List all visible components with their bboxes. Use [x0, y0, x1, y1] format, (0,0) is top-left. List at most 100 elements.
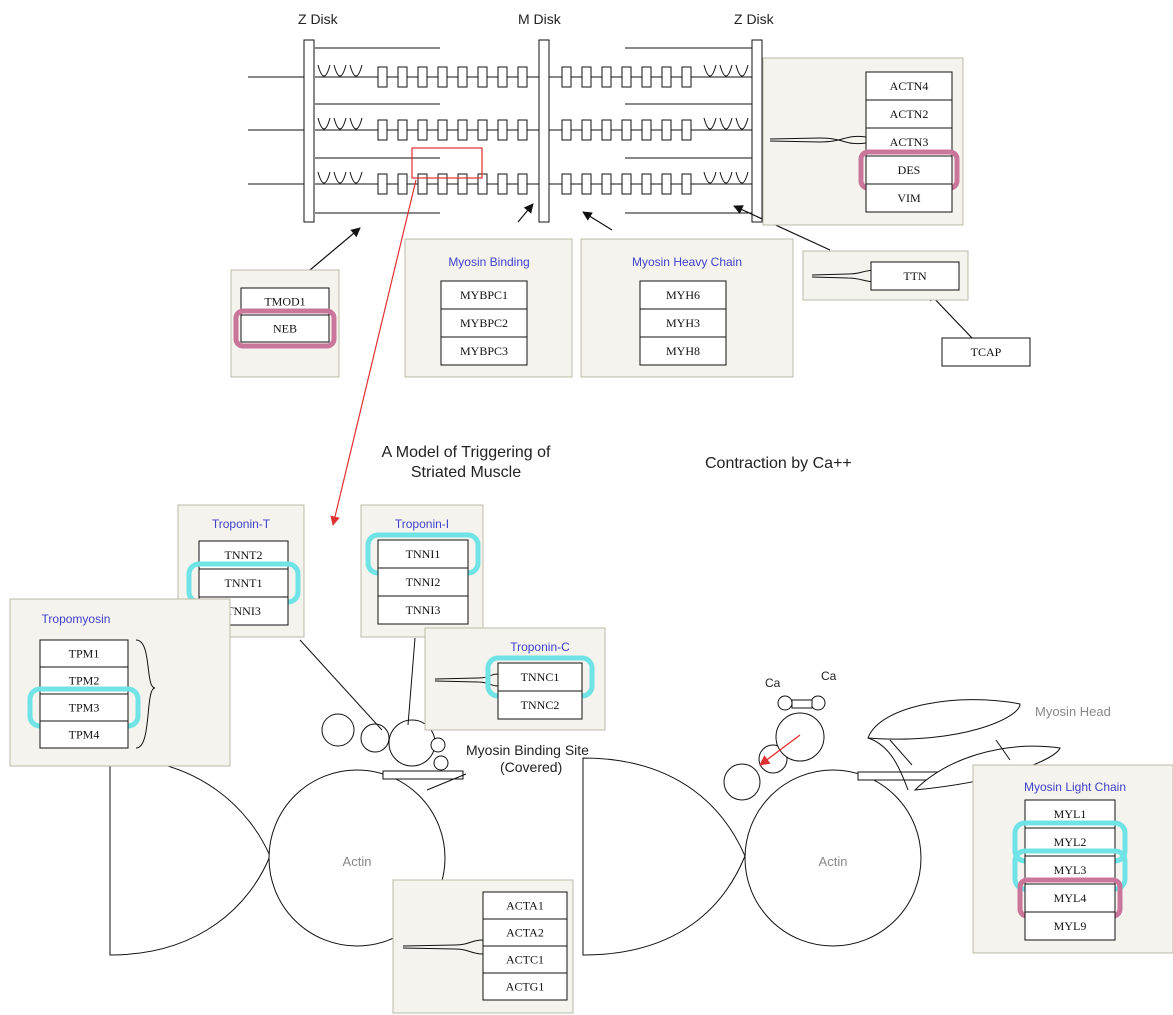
ca-label-1: Ca	[765, 676, 781, 690]
cross-bridge	[735, 117, 749, 130]
z-disk-right-label: Z Disk	[734, 11, 775, 27]
gene-tnnc2: TNNC2	[497, 690, 583, 720]
z-disk-left	[303, 39, 315, 223]
myosin-unit	[417, 119, 428, 141]
cross-bridge	[349, 117, 363, 130]
cross-bridge	[703, 64, 717, 77]
model-title-line1: A Model of Triggering of	[382, 444, 552, 461]
gene-label-myh6: MYH6	[666, 288, 700, 302]
myosin-unit	[397, 119, 408, 141]
cross-bridge	[333, 117, 347, 130]
cross-bridge	[703, 117, 717, 130]
gene-label-myl2: MYL2	[1054, 835, 1087, 849]
gene-label-tpm4: TPM4	[69, 728, 100, 742]
gene-label-ttn: TTN	[903, 269, 927, 283]
gene-label-myh3: MYH3	[666, 316, 700, 330]
gene-label-mybpc3: MYBPC3	[460, 344, 508, 358]
m-disk	[538, 39, 550, 223]
gene-actn2: ACTN2	[865, 99, 953, 129]
myosin-unit	[457, 173, 468, 195]
myosin-unit	[681, 119, 692, 141]
myosin-unit	[561, 66, 572, 88]
cross-bridge	[317, 64, 331, 77]
myosin-binding-site-covered-label: (Covered)	[500, 759, 562, 775]
gene-label-tpm1: TPM1	[69, 647, 100, 661]
gene-label-neb: NEB	[273, 322, 297, 336]
troponin-c-title: Troponin-C	[510, 640, 570, 654]
gene-acta2: ACTA2	[482, 918, 568, 947]
contraction-title: Contraction by Ca++	[705, 455, 852, 472]
gene-myh6: MYH6	[639, 280, 727, 310]
gene-tnnc1: TNNC1	[497, 662, 583, 692]
myosin-unit	[497, 173, 508, 195]
myosin-unit	[397, 66, 408, 88]
gene-mybpc3: MYBPC3	[440, 336, 528, 366]
myosin-light-chain-title: Myosin Light Chain	[1024, 780, 1126, 794]
myosin-unit	[397, 173, 408, 195]
gene-label-tnnt2: TNNT2	[225, 548, 263, 562]
gene-tpm1: TPM1	[39, 639, 129, 668]
gene-label-actn3: ACTN3	[890, 135, 929, 149]
gene-label-myl9: MYL9	[1054, 919, 1087, 933]
gene-label-mybpc1: MYBPC1	[460, 288, 508, 302]
highlight-neb	[233, 308, 337, 349]
cross-bridge	[735, 64, 749, 77]
gene-myh3: MYH3	[639, 308, 727, 338]
gene-label-acta2: ACTA2	[506, 926, 544, 940]
gene-actn4: ACTN4	[865, 71, 953, 101]
myosin-unit	[417, 66, 428, 88]
gene-tcap: TCAP	[941, 337, 1031, 367]
myosin-unit	[621, 66, 632, 88]
gene-tnnt1: TNNT1	[198, 568, 289, 598]
troponin-i-title: Troponin-I	[395, 517, 449, 531]
gene-label-actc1: ACTC1	[506, 953, 544, 967]
myosin-unit	[601, 173, 612, 195]
gene-label-tnni3: TNNI3	[226, 604, 261, 618]
myosin-unit	[581, 173, 592, 195]
cross-bridge	[719, 117, 733, 130]
gene-actg1: ACTG1	[482, 972, 568, 1001]
myosin-unit	[437, 119, 448, 141]
myosin-unit	[641, 66, 652, 88]
myosin-unit	[377, 119, 388, 141]
cross-bridge	[333, 171, 347, 184]
myosin-unit	[437, 173, 448, 195]
gene-myl4: MYL4	[1024, 883, 1116, 913]
gene-label-tnnc1: TNNC1	[521, 670, 560, 684]
z-disk-right	[751, 39, 763, 223]
myosin-unit	[457, 66, 468, 88]
sarcomere-filaments	[248, 47, 822, 214]
myosin-binding-title: Myosin Binding	[448, 255, 529, 269]
myosin-unit	[377, 173, 388, 195]
gene-label-myl3: MYL3	[1054, 863, 1087, 877]
cross-bridge	[349, 64, 363, 77]
cross-bridge	[703, 171, 717, 184]
myosin-unit	[661, 66, 672, 88]
gene-tnni3: TNNI3	[377, 595, 469, 625]
myosin-unit	[661, 119, 672, 141]
myosin-unit	[581, 119, 592, 141]
myosin-unit	[581, 66, 592, 88]
cross-bridge	[349, 171, 363, 184]
gene-label-tnnt1: TNNT1	[225, 576, 263, 590]
tropomyosin-title: Tropomyosin	[42, 612, 111, 626]
myosin-unit	[517, 173, 528, 195]
gene-mybpc2: MYBPC2	[440, 308, 528, 338]
gene-label-tcap: TCAP	[971, 345, 1002, 359]
gene-label-acta1: ACTA1	[506, 899, 544, 913]
gene-label-tnnc2: TNNC2	[521, 698, 560, 712]
gene-label-vim: VIM	[897, 191, 921, 205]
myosin-unit	[477, 119, 488, 141]
myosin-head-label: Myosin Head	[1035, 704, 1111, 719]
gene-tpm3: TPM3	[39, 693, 129, 722]
gene-label-myh8: MYH8	[666, 344, 700, 358]
gene-des: DES	[865, 155, 953, 185]
gene-actc1: ACTC1	[482, 945, 568, 974]
gene-tpm4: TPM4	[39, 720, 129, 749]
